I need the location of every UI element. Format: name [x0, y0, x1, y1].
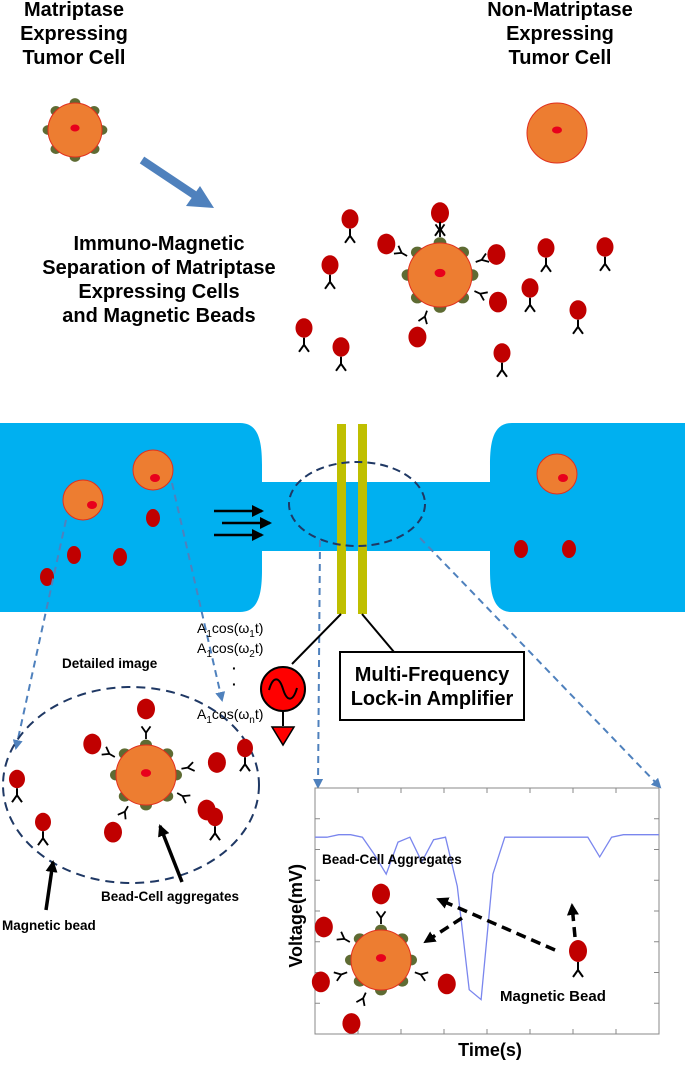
zoom-arrows	[12, 482, 662, 789]
ac-source-icon	[260, 666, 306, 712]
magnetic-bead	[321, 255, 339, 290]
non-matriptase-cell	[526, 102, 588, 164]
magnetic-bead	[207, 807, 223, 841]
channel-outlet-contents	[514, 453, 578, 558]
separation-label: Immuno-Magnetic Separation of Matriptase…	[42, 233, 276, 327]
detection-zone-outline	[288, 461, 426, 547]
magnetic-bead	[493, 343, 511, 378]
signal-line-1: A1cos(ω1t)	[197, 620, 264, 640]
magnetic-bead	[596, 237, 614, 272]
magnetic-bead	[537, 238, 555, 273]
circuit-wires	[282, 613, 395, 726]
free-magnetic-beads	[295, 202, 614, 378]
matriptase-cell	[42, 98, 108, 162]
magnetic-bead	[9, 769, 25, 803]
signal-plot	[314, 787, 660, 1035]
magnetic-bead	[341, 209, 359, 244]
bead-cell-aggregates-label: Bead-Cell aggregates	[101, 889, 240, 904]
bead-cell-aggregate	[377, 202, 508, 348]
detail-zoom-circle	[2, 686, 260, 884]
detail-bead-cell-aggregate	[83, 698, 226, 843]
magnetic-bead	[237, 738, 253, 772]
plot-x-axis-label: Time(s)	[458, 1040, 522, 1060]
magnetic-bead-label: Magnetic bead	[2, 918, 96, 933]
magnetic-bead	[569, 300, 587, 335]
detail-free-beads	[9, 738, 253, 846]
plot-aggregates-label: Bead-Cell Aggregates	[322, 852, 462, 867]
electrode-pair	[337, 424, 367, 614]
magnetic-bead	[431, 202, 449, 237]
plot-single-bead	[569, 940, 587, 978]
non-matriptase-cell-label: Non-Matriptase Expressing Tumor Cell	[487, 0, 633, 69]
separation-arrow-icon	[139, 156, 214, 208]
magnetic-bead	[35, 812, 51, 846]
signal-dots-2: ·	[232, 676, 237, 692]
plot-pointer-arrows	[423, 897, 579, 952]
lockin-amplifier-label: Multi-Frequency Lock-in Amplifier	[350, 664, 514, 710]
ground-icon	[270, 726, 296, 747]
channel-inlet-contents	[40, 449, 174, 586]
matriptase-cell-label: Matriptase Expressing Tumor Cell	[20, 0, 128, 69]
signal-dots-1: ·	[232, 660, 237, 676]
signal-line-2: A1cos(ω2t)	[197, 640, 264, 660]
detail-pointer-arrows	[44, 824, 184, 911]
lockin-amplifier-box	[339, 651, 525, 721]
magnetic-bead	[295, 318, 313, 353]
plot-magnetic-bead-label: Magnetic Bead	[500, 988, 606, 1005]
plot-bead-cell-aggregate	[311, 883, 456, 1034]
flow-arrows-icon	[214, 505, 272, 541]
magnetic-bead	[521, 278, 539, 313]
plot-y-axis-label: Voltage(mV)	[286, 863, 307, 968]
detailed-image-label: Detailed image	[62, 656, 158, 671]
signal-line-n: A1cos(ωnt)	[197, 706, 264, 726]
voltage-trace	[315, 834, 659, 1001]
magnetic-bead	[332, 337, 350, 372]
